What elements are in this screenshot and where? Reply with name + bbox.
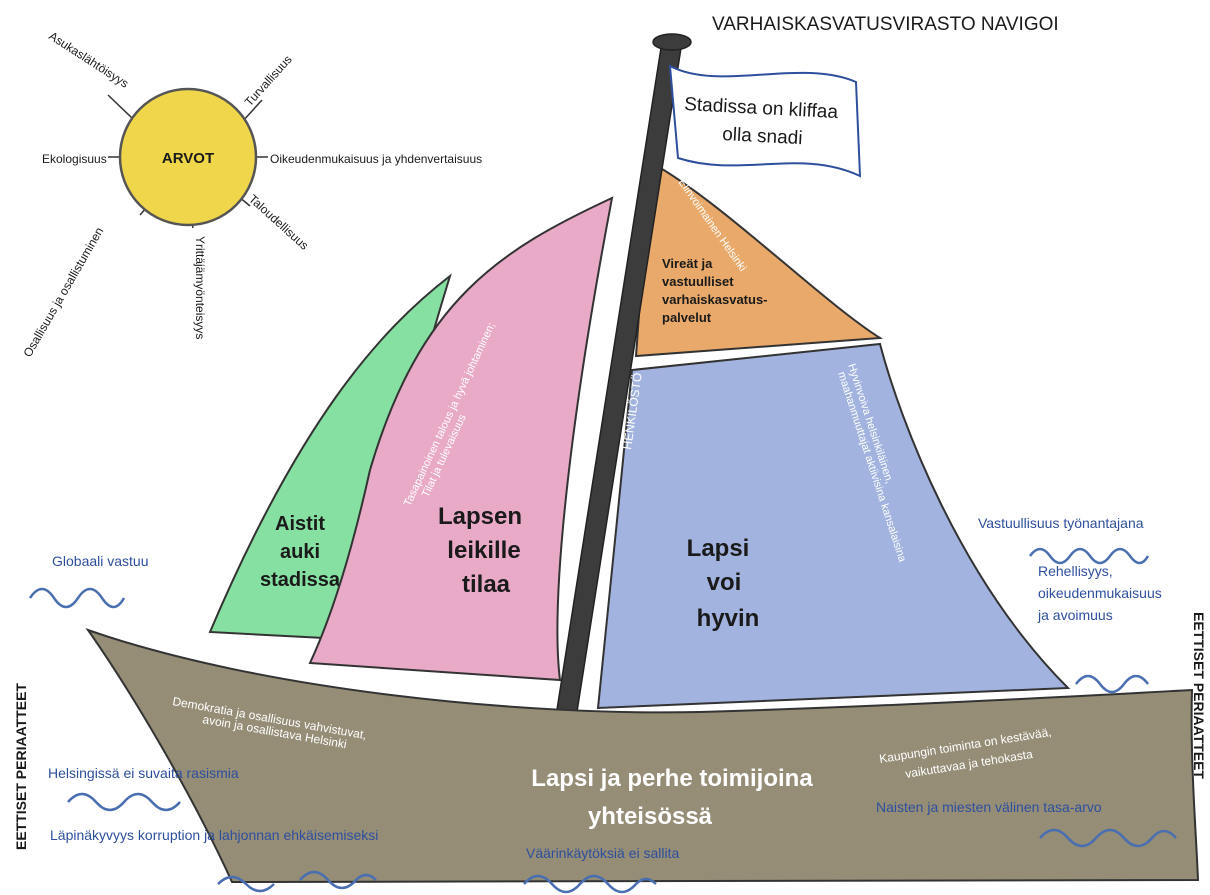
sun-circle — [118, 87, 258, 227]
ethic-vastuullisuus: Vastuullisuus työnantajana — [978, 515, 1144, 531]
wave-rasismi — [67, 792, 181, 812]
hull-center-title-1: Lapsi ja perhe toimijoina — [531, 765, 813, 792]
ethic-vaarinkaytokset: Väärinkäytöksiä ei sallita — [526, 845, 680, 861]
sail-orange — [634, 160, 884, 358]
ethic-rehellisyys-2: oikeudenmukaisuus — [1038, 585, 1162, 601]
mast-top — [652, 33, 692, 51]
sail-blue-title-2: voi — [707, 569, 742, 596]
wave-tasa-arvo — [1039, 828, 1177, 848]
sail-green-title-1: Aistit — [275, 513, 325, 535]
sail-orange-title-3: varhaiskasvatus- — [662, 292, 768, 307]
sail-blue — [596, 342, 1071, 710]
ethic-korruptio: Läpinäkyvyys korruption ja lahjonnan ehk… — [50, 827, 378, 843]
ethic-rehellisyys-1: Rehellisyys, — [1038, 563, 1113, 579]
side-label-left: EETTISET PERIAATTEET — [13, 683, 29, 850]
value-yrittajamyonteisyys: Yrittäjämyönteisyys — [193, 236, 207, 339]
value-turvallisuus: Turvallisuus — [242, 52, 295, 109]
ethic-tasa-arvo: Naisten ja miesten välinen tasa-arvo — [876, 799, 1102, 815]
sail-pink-title-3: tilaa — [462, 571, 511, 598]
value-ekologisuus: Ekologisuus — [42, 152, 107, 166]
sail-pink — [308, 196, 614, 682]
flag — [668, 64, 862, 178]
wave-rehellisyys — [1075, 674, 1149, 694]
wave-globaali — [28, 587, 126, 609]
value-taloudellisuus: Taloudellisuus — [246, 192, 311, 253]
sail-blue-title-3: hyvin — [697, 605, 760, 632]
sail-orange-title-2: vastuulliset — [662, 274, 734, 289]
sail-pink-title-1: Lapsen — [438, 503, 522, 530]
sun-center-label: ARVOT — [162, 150, 214, 167]
wave-korruptio-2 — [299, 870, 377, 890]
flag-text-2: olla snadi — [722, 124, 803, 149]
ethic-rehellisyys-3: ja avoimuus — [1037, 607, 1113, 623]
value-asukaslahtoisyys: Asukaslähtöisyys — [46, 29, 131, 91]
ethic-rasismi: Helsingissä ei suvaita rasismia — [48, 765, 239, 781]
wave-vastuullisuus — [1028, 547, 1150, 565]
sail-pink-title-2: leikille — [447, 537, 520, 564]
ethic-globaali: Globaali vastuu — [52, 553, 149, 569]
hull-center-title-2: yhteisössä — [588, 803, 713, 830]
value-osallisuus: Osallisuus ja osallistuminen — [20, 225, 106, 360]
value-oikeudenmukaisuus: Oikeudenmukaisuus ja yhdenvertaisuus — [270, 152, 482, 166]
hull — [85, 628, 1200, 884]
sail-green-title-2: auki — [280, 541, 320, 563]
sail-orange-title-1: Vireät ja — [662, 256, 713, 271]
sail-green-title-3: stadissa — [260, 569, 341, 591]
page-title: VARHAISKASVATUSVIRASTO NAVIGOI — [712, 14, 1059, 35]
wave-korruptio-1 — [217, 875, 275, 893]
wave-vaarinkaytokset — [523, 874, 657, 894]
sail-orange-title-4: palvelut — [662, 310, 712, 325]
sail-blue-title-1: Lapsi — [687, 535, 750, 562]
side-label-right: EETTISET PERIAATTEET — [1191, 612, 1207, 779]
